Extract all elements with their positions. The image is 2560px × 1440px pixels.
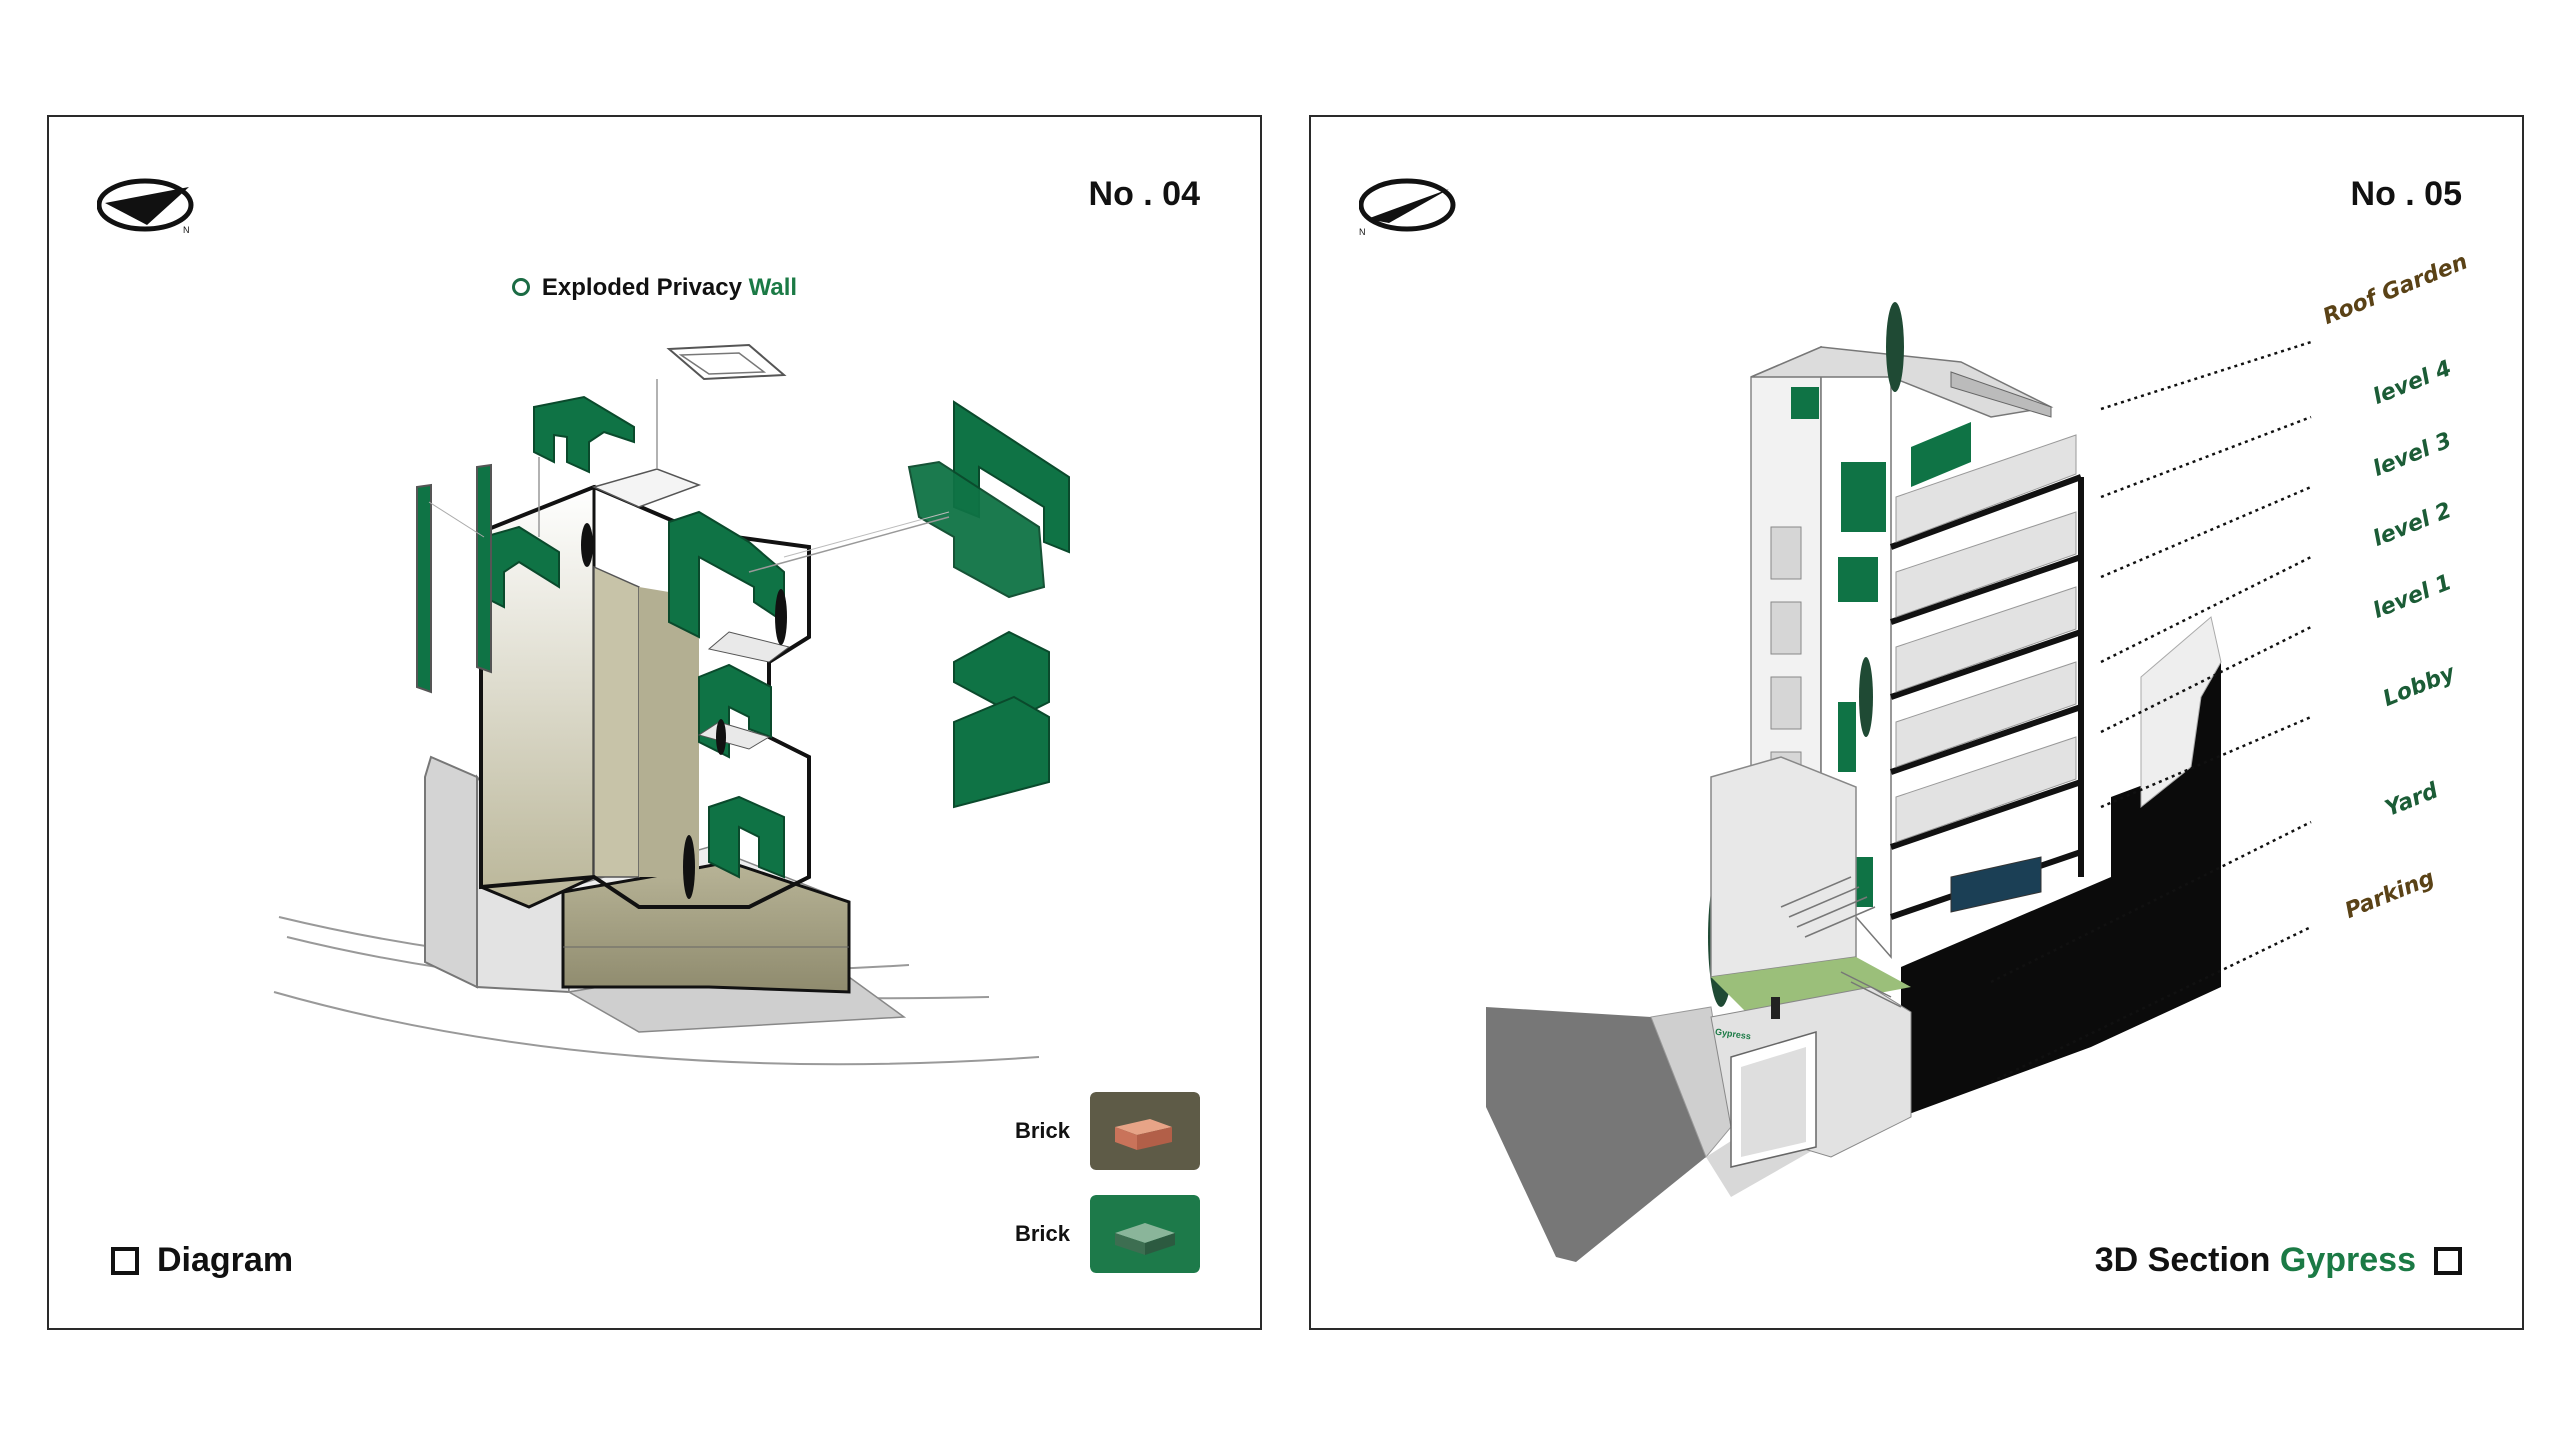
caption-main: Exploded Privacy [541,274,742,301]
circle-bullet-icon [511,277,530,296]
svg-text:N: N [183,225,190,235]
north-arrow-icon: N [1359,178,1456,237]
legend-label: Brick [1014,1118,1070,1143]
sheet-number: No . 04 [1088,175,1200,213]
legend-label: Brick [1014,1221,1070,1246]
legend-item-clay-brick: Brick [1015,1092,1200,1170]
footer-title: 3D Section [2094,1241,2271,1279]
north-arrow-icon: N [97,178,194,235]
panel-footer: 3D Section Gypress [2095,1241,2462,1280]
footer-accent: Gypress [2279,1241,2416,1279]
green-brick-icon [1090,1195,1200,1273]
exploded-axonometric-drawing [273,343,1070,1066]
footer-title: Diagram [157,1241,294,1279]
caption-accent: Wall [748,274,798,301]
svg-text:N: N [1359,227,1366,237]
3d-section-drawing [1486,302,2312,1262]
section-panel: N No . 05 [1309,115,2524,1330]
diagram-caption: Exploded Privacy Wall [49,274,1260,302]
panel-footer: Diagram [111,1241,293,1280]
sheet-number: No . 05 [2350,175,2462,213]
diagram-panel: N No . 04 Exploded Privacy Wall [47,115,1262,1330]
square-bullet-icon [2434,1246,2462,1275]
legend-item-green-brick: Brick [1015,1195,1200,1273]
clay-brick-icon [1090,1092,1200,1170]
square-bullet-icon [111,1246,139,1275]
